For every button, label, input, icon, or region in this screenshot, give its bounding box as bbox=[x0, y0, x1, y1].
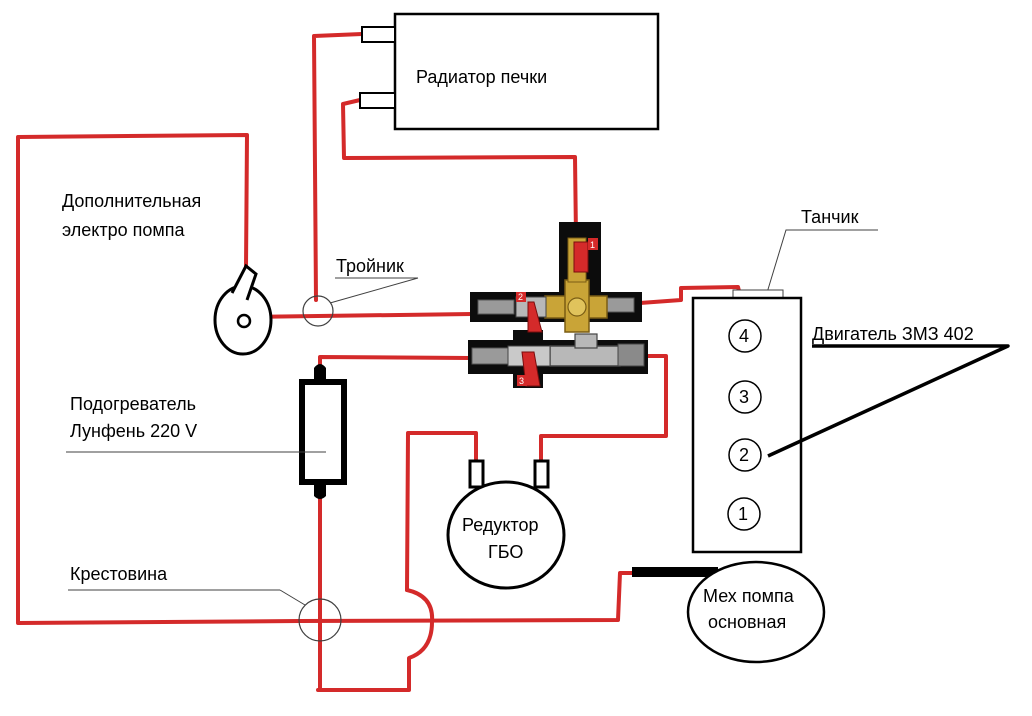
tank-label: Танчик bbox=[801, 207, 859, 227]
tee-marker: Тройник bbox=[302, 256, 419, 327]
radiator-label: Радиатор печки bbox=[416, 67, 547, 87]
extra-pump-label-line1: Дополнительная bbox=[62, 191, 201, 211]
reducer-label-line2: ГБО bbox=[488, 542, 523, 562]
pipes bbox=[16, 32, 742, 692]
heater-top-nozzle bbox=[314, 364, 326, 382]
heater-radiator: Радиатор печки bbox=[359, 12, 660, 131]
radiator-inlet-lower bbox=[359, 92, 396, 109]
mech-pump-label-line1: Мех помпа bbox=[703, 586, 795, 606]
steel-tee bbox=[549, 345, 621, 367]
expansion-tank: Танчик bbox=[732, 207, 878, 299]
crosspiece-leader bbox=[279, 589, 306, 606]
valve3-number: 3 bbox=[519, 376, 524, 386]
heater-label-line2: Лунфень 220 V bbox=[70, 421, 197, 441]
cylinder-2 bbox=[728, 438, 762, 472]
pump-center bbox=[236, 313, 252, 329]
valve2-handle bbox=[527, 301, 543, 333]
engine-leader bbox=[767, 344, 1010, 458]
engine-label: Двигатель ЗМЗ 402 bbox=[812, 324, 974, 344]
electric-preheater: Подогреватель Лунфень 220 V bbox=[66, 364, 347, 499]
brass-cross-hub bbox=[567, 297, 587, 317]
extra-electric-pump: Дополнительная электро помпа bbox=[62, 191, 273, 356]
valve2-number: 2 bbox=[518, 292, 523, 302]
cylinder-3 bbox=[728, 380, 762, 414]
tee-leader bbox=[329, 277, 419, 304]
barb-upper-left bbox=[477, 299, 515, 315]
valve-manifold: 2 1 3 bbox=[468, 222, 648, 388]
pipe-manifold-to-reducer bbox=[539, 354, 668, 464]
engine-block bbox=[691, 296, 803, 554]
steel-tee-stem bbox=[574, 333, 598, 349]
crosspiece-circle bbox=[298, 598, 342, 642]
cylinder-1 bbox=[727, 497, 761, 531]
valve1-tag bbox=[588, 238, 598, 250]
reducer-right-nipple bbox=[533, 459, 550, 489]
cylinder-2-label: 2 bbox=[739, 445, 749, 465]
pipe-reducer-return bbox=[405, 431, 478, 592]
pipe-radiator-lower bbox=[341, 98, 578, 240]
mech-pump-body bbox=[686, 560, 826, 664]
tee-label: Тройник bbox=[336, 256, 404, 276]
radiator-inlet-upper bbox=[361, 26, 396, 43]
extra-pump-label-line2: электро помпа bbox=[62, 220, 186, 240]
heater-bottom-nozzle bbox=[314, 482, 326, 499]
crosspiece-marker: Крестовина bbox=[68, 564, 342, 642]
valve3-tag bbox=[517, 375, 527, 386]
pipe-pump-loop bbox=[16, 133, 302, 625]
reducer-body bbox=[446, 480, 566, 590]
barb-upper-right bbox=[603, 297, 635, 313]
lpg-reducer: Редуктор ГБО bbox=[446, 459, 566, 590]
valve1-handle bbox=[573, 241, 589, 273]
cylinder-4-label: 4 bbox=[739, 326, 749, 346]
pipe-pump-to-manifold bbox=[242, 312, 474, 319]
pump-outlet bbox=[230, 263, 258, 301]
engine: 4 3 2 1 Двигатель ЗМЗ 402 bbox=[691, 296, 1010, 554]
crosspiece-label: Крестовина bbox=[70, 564, 168, 584]
pipe-manifold-to-heater bbox=[318, 355, 472, 372]
barb-lower-right bbox=[617, 343, 645, 367]
cylinder-1-label: 1 bbox=[738, 504, 748, 524]
barb-lower-left bbox=[471, 347, 509, 365]
cylinder-4 bbox=[728, 319, 762, 353]
pipe-cross-to-mech bbox=[298, 571, 638, 623]
heater-label-line1: Подогреватель bbox=[70, 394, 196, 414]
mech-pump-label-line2: основная bbox=[708, 612, 786, 632]
tee-circle bbox=[302, 295, 334, 327]
mech-pump-shaft bbox=[632, 567, 718, 577]
reducer-left-nipple bbox=[468, 459, 485, 489]
radiator-body bbox=[393, 12, 660, 131]
valve2-tag bbox=[516, 292, 526, 302]
tank-leader bbox=[765, 229, 878, 297]
heater-body bbox=[299, 379, 347, 485]
pipe-radiator-upper bbox=[312, 32, 364, 302]
mechanical-water-pump: Мех помпа основная bbox=[632, 560, 826, 664]
reducer-label-line1: Редуктор bbox=[462, 515, 538, 535]
cylinder-3-label: 3 bbox=[739, 387, 749, 407]
valve1-number: 1 bbox=[590, 240, 595, 250]
